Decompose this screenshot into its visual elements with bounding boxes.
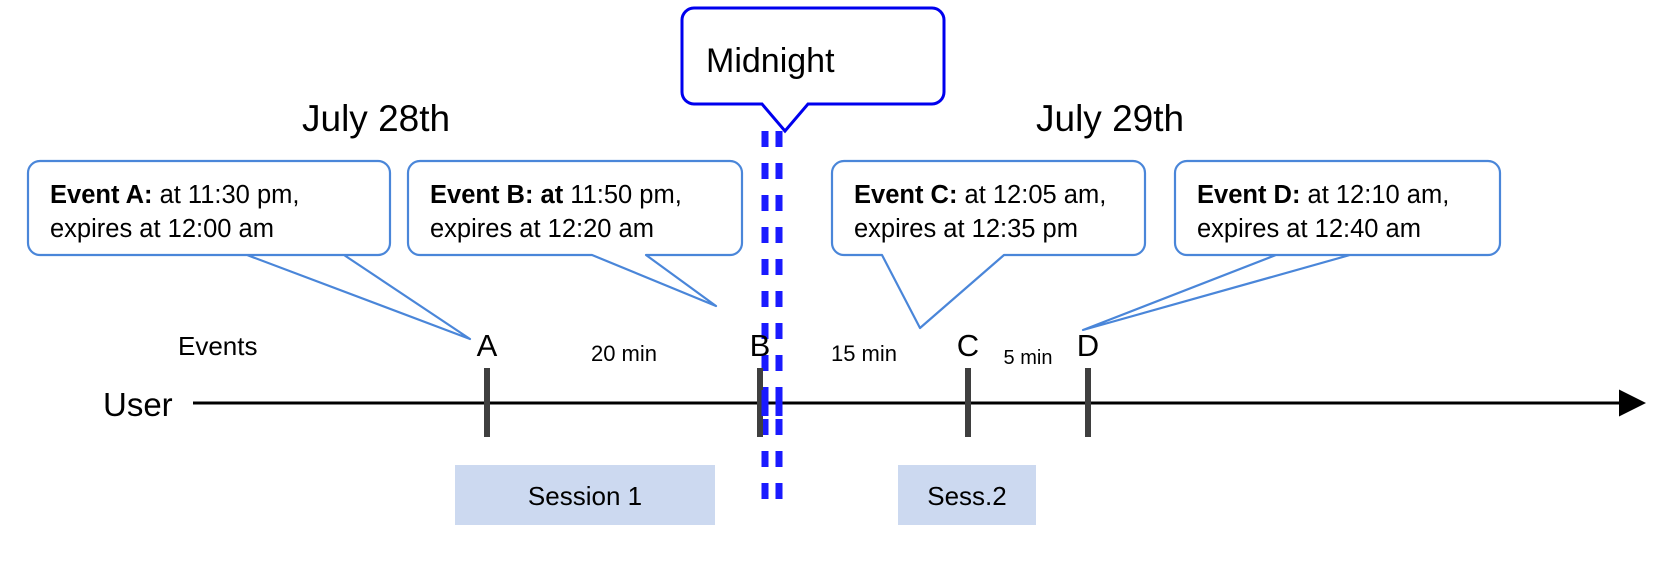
event-b-callout-shape bbox=[406, 159, 744, 308]
event-a-line-2: expires at 12:00 am bbox=[50, 215, 274, 244]
midnight-callout-shape bbox=[680, 6, 946, 134]
tick-label-d: D bbox=[1076, 328, 1100, 363]
event-c-callout-shape bbox=[830, 159, 1147, 330]
event-c-bold: Event C: bbox=[854, 181, 958, 209]
event-a-bold: Event A: bbox=[50, 181, 153, 209]
tick-label-b: B bbox=[749, 328, 771, 363]
event-b-bold: Event B: at bbox=[430, 181, 564, 209]
event-c-line-2: expires at 12:35 pm bbox=[854, 215, 1078, 244]
event-a-callout-shape bbox=[26, 159, 472, 341]
event-b-line-2: expires at 12:20 am bbox=[430, 215, 654, 244]
date-label-right: July 29th bbox=[1036, 98, 1185, 139]
event-c-line-1: Event C: at 12:05 am, bbox=[854, 178, 1106, 212]
event-d-rest: at 12:10 am, bbox=[1300, 181, 1450, 209]
event-d-callout-text: Event D: at 12:10 am, expires at 12:40 a… bbox=[1197, 178, 1449, 246]
session-label-1: Session 1 bbox=[527, 481, 643, 511]
interval-label-bc: 15 min bbox=[830, 341, 898, 366]
event-d-line-1: Event D: at 12:10 am, bbox=[1197, 178, 1449, 212]
user-row-label: User bbox=[103, 386, 173, 423]
event-b-line-1: Event B: at 11:50 pm, bbox=[430, 178, 682, 212]
event-d-line-2: expires at 12:40 am bbox=[1197, 215, 1421, 244]
event-d-bold: Event D: bbox=[1197, 181, 1301, 209]
events-row-label: Events bbox=[178, 331, 258, 361]
session-label-2: Sess.2 bbox=[927, 481, 1007, 511]
event-b-rest: 11:50 pm, bbox=[563, 181, 682, 209]
event-a-line-1: Event A: at 11:30 pm, bbox=[50, 178, 299, 212]
tick-label-c: C bbox=[956, 328, 980, 363]
session-box-1 bbox=[455, 465, 715, 525]
event-b-callout-text: Event B: at 11:50 pm, expires at 12:20 a… bbox=[430, 178, 682, 246]
event-a-callout-text: Event A: at 11:30 pm, expires at 12:00 a… bbox=[50, 178, 299, 246]
event-c-callout-text: Event C: at 12:05 am, expires at 12:35 p… bbox=[854, 178, 1106, 246]
event-d-callout-shape bbox=[1081, 159, 1502, 332]
event-c-rest: at 12:05 am, bbox=[957, 181, 1107, 209]
interval-label-cd: 5 min bbox=[1003, 347, 1053, 369]
event-a-rest: at 11:30 pm, bbox=[152, 181, 300, 209]
interval-label-ab: 20 min bbox=[590, 341, 658, 366]
midnight-label: Midnight bbox=[706, 42, 835, 80]
date-label-left: July 28th bbox=[302, 98, 451, 139]
tick-label-a: A bbox=[476, 328, 498, 363]
session-box-2 bbox=[898, 465, 1036, 525]
